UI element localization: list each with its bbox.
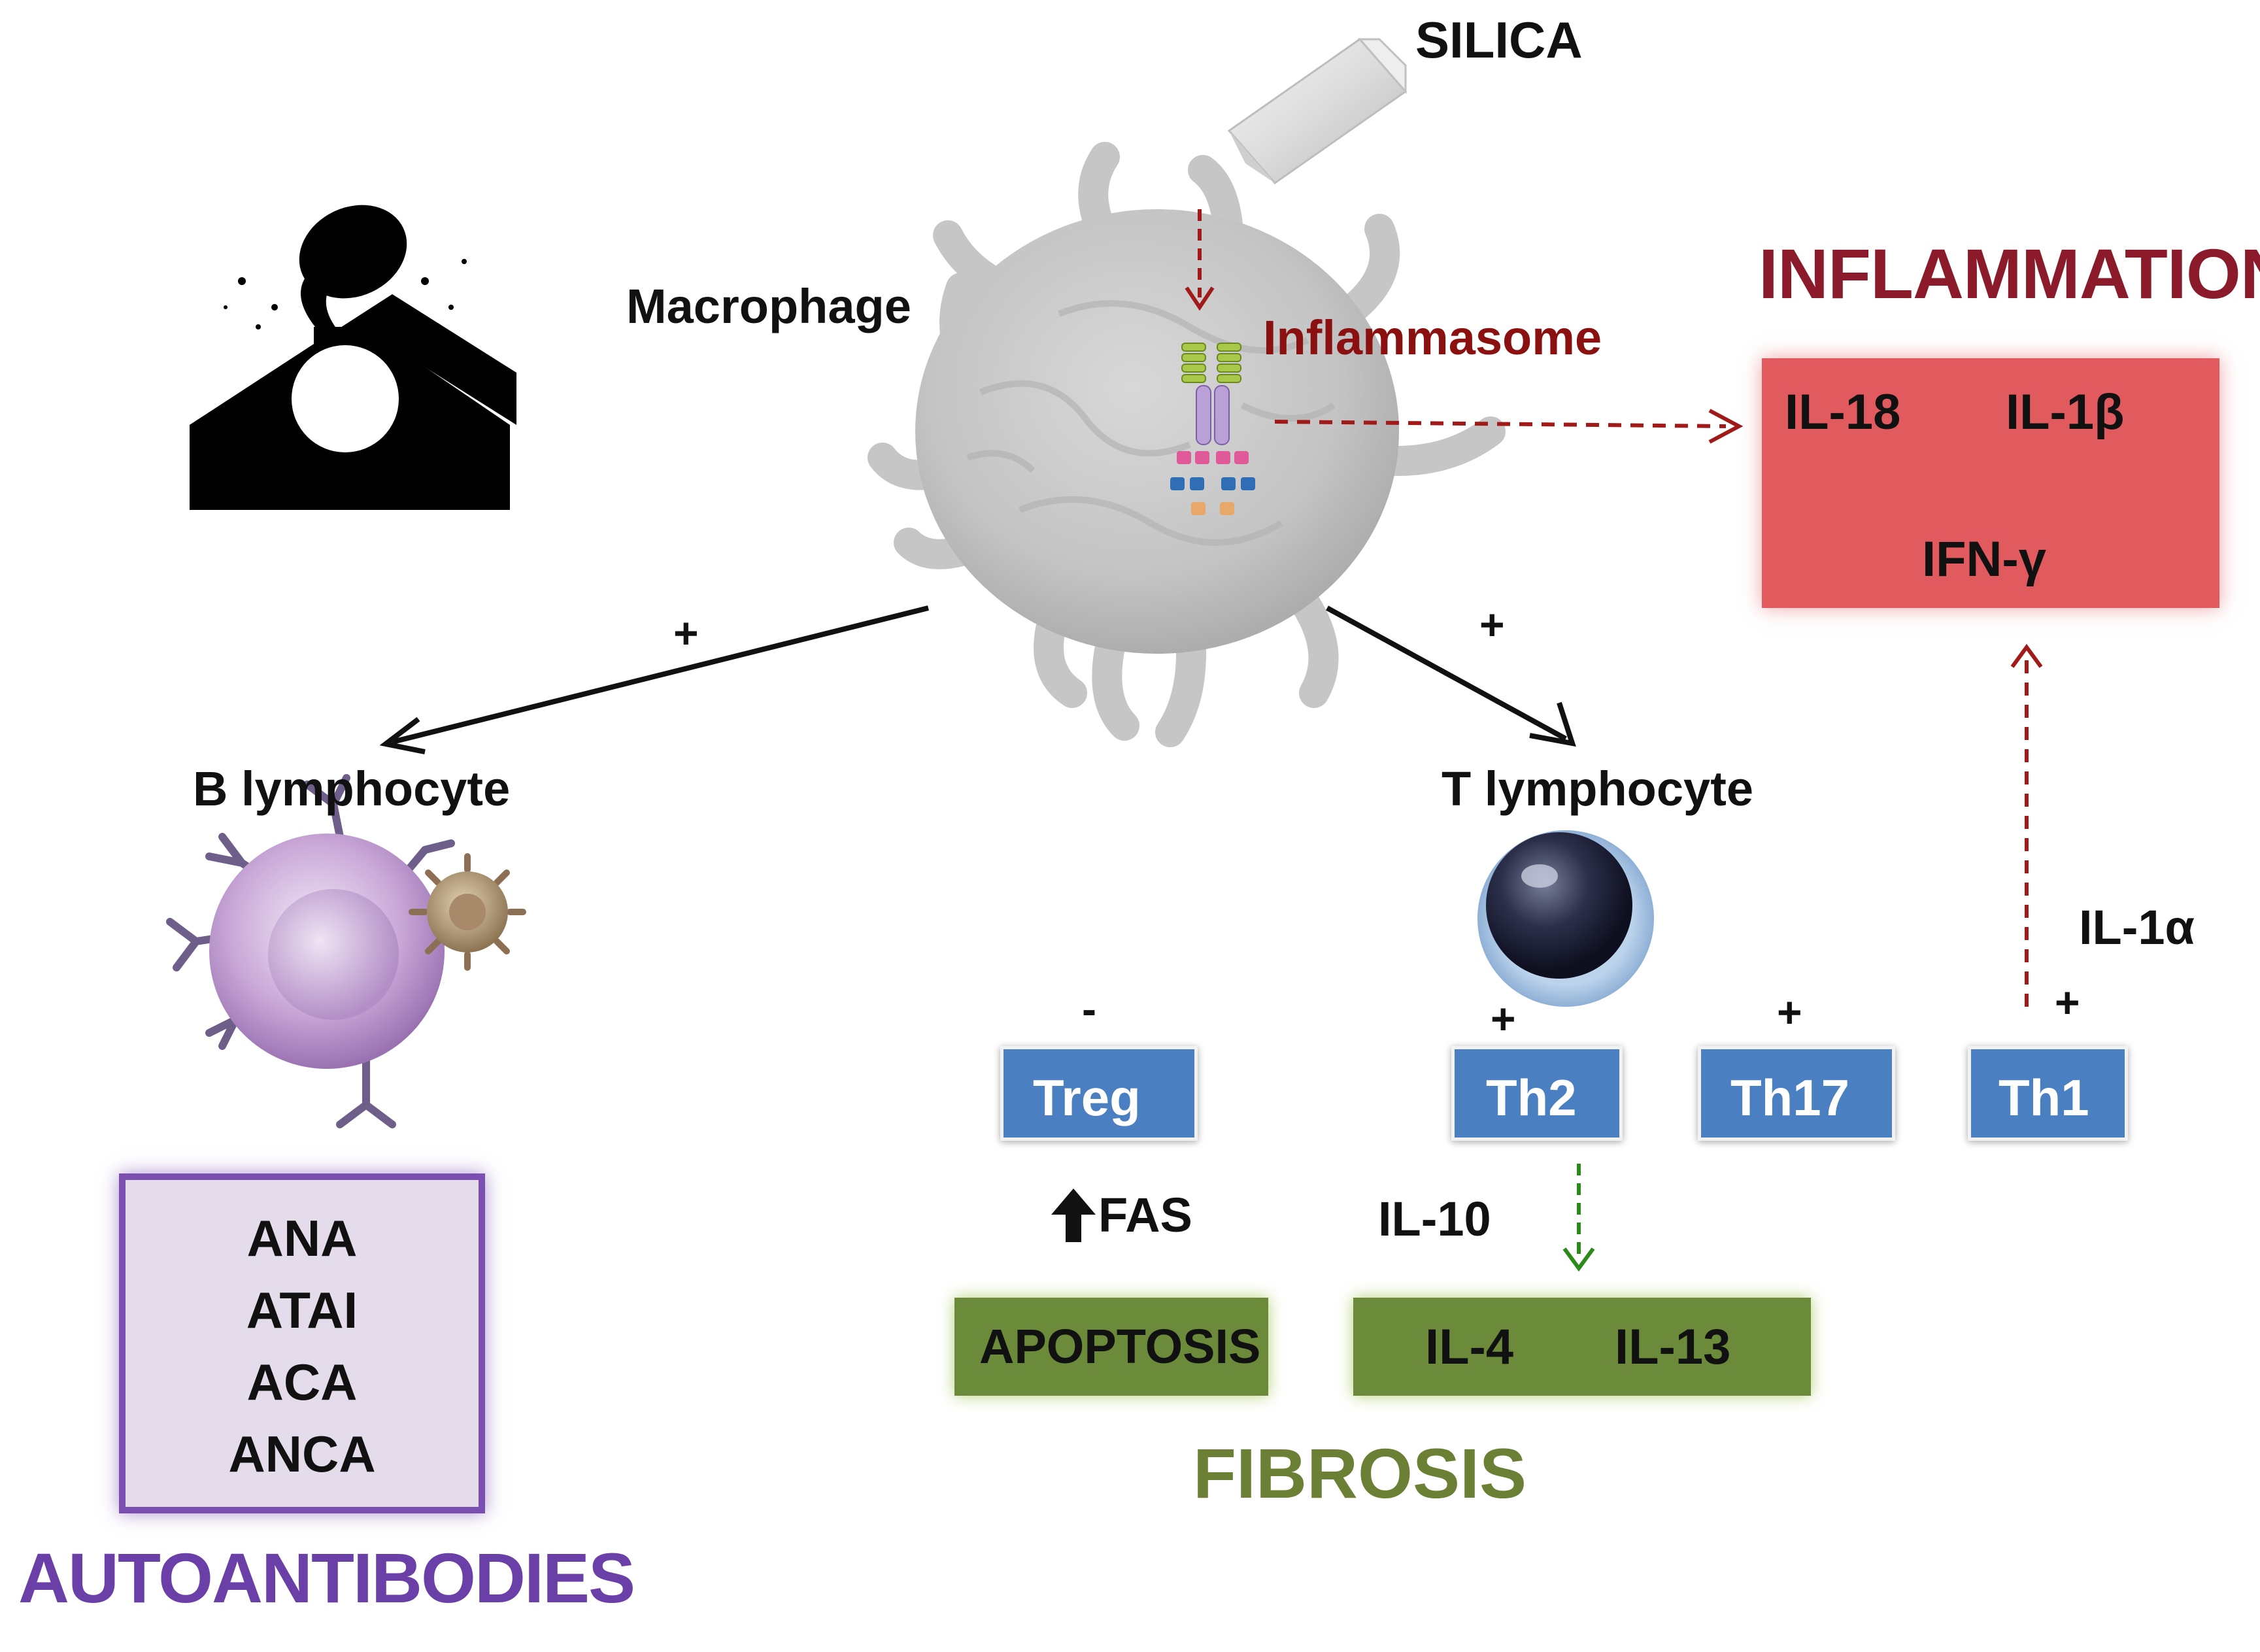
plus-sign-b: + [673, 609, 699, 657]
silica-crystal [1227, 37, 1408, 185]
up-arrow-icon [1051, 1188, 1096, 1242]
th17-box: Th17 [1698, 1046, 1895, 1141]
apoptosis-box: APOPTOSIS [954, 1298, 1268, 1396]
anca-label: ANCA [228, 1425, 376, 1483]
treg-sign: - [1082, 985, 1096, 1033]
th2-box: Th2 [1451, 1046, 1623, 1141]
apoptosis-label: APOPTOSIS [979, 1319, 1261, 1374]
ifn-g-label: IFN-γ [1922, 531, 2046, 587]
t-lymphocyte-label: T lymphocyte [1442, 762, 1753, 816]
inflammasome-label: Inflammasome [1263, 311, 1602, 365]
silica-label: SILICA [1415, 11, 1583, 69]
th1-sign: + [2055, 978, 2080, 1026]
fibrosis-title: FIBROSIS [1193, 1434, 1527, 1513]
fas-label: FAS [1098, 1188, 1192, 1242]
th17-label: Th17 [1730, 1069, 1850, 1126]
il-18-label: IL-18 [1785, 384, 1901, 440]
autoantibodies-title: AUTOANTIBODIES [18, 1538, 635, 1617]
il-1b-label: IL-1β [2006, 384, 2125, 440]
silicosis-worker-icon [190, 205, 516, 510]
autoantibodies-box: ANA ATAI ACA ANCA [119, 1173, 485, 1513]
t-lymphocyte-cell [1477, 830, 1654, 1007]
th2-label: Th2 [1486, 1069, 1577, 1126]
th2-sign: + [1491, 994, 1516, 1043]
treg-label: Treg [1033, 1069, 1141, 1126]
il-4-label: IL-4 [1425, 1319, 1514, 1375]
ana-label: ANA [246, 1209, 358, 1267]
il-1a-label: IL-1α [2079, 900, 2195, 954]
il-13-label: IL-13 [1615, 1319, 1731, 1375]
treg-box: Treg [1000, 1046, 1198, 1141]
atai-label: ATAI [246, 1281, 358, 1339]
b-lymphocyte-cell [166, 774, 526, 1128]
inflammasome-to-inflammation-arrow [1274, 420, 1727, 428]
fibrosis-box: IL-4 IL-13 [1353, 1298, 1811, 1396]
inflammation-box: IL-18 IL-1β IFN-γ [1762, 358, 2219, 608]
macrophage-to-t-arrow [1326, 605, 1567, 741]
macrophage-to-b-arrow [392, 605, 929, 745]
th17-sign: + [1777, 988, 1802, 1036]
macrophage-cell [868, 142, 1506, 747]
inflammasome-complex [1170, 343, 1255, 515]
inflammation-title: INFLAMMATION [1759, 234, 2260, 313]
b-lymphocyte-label: B lymphocyte [193, 762, 511, 816]
plus-sign-t: + [1479, 600, 1505, 649]
aca-label: ACA [246, 1353, 358, 1411]
th1-label: Th1 [1999, 1069, 2089, 1126]
th1-box: Th1 [1968, 1046, 2128, 1141]
il-10-label: IL-10 [1378, 1192, 1491, 1246]
macrophage-label: Macrophage [626, 279, 911, 333]
